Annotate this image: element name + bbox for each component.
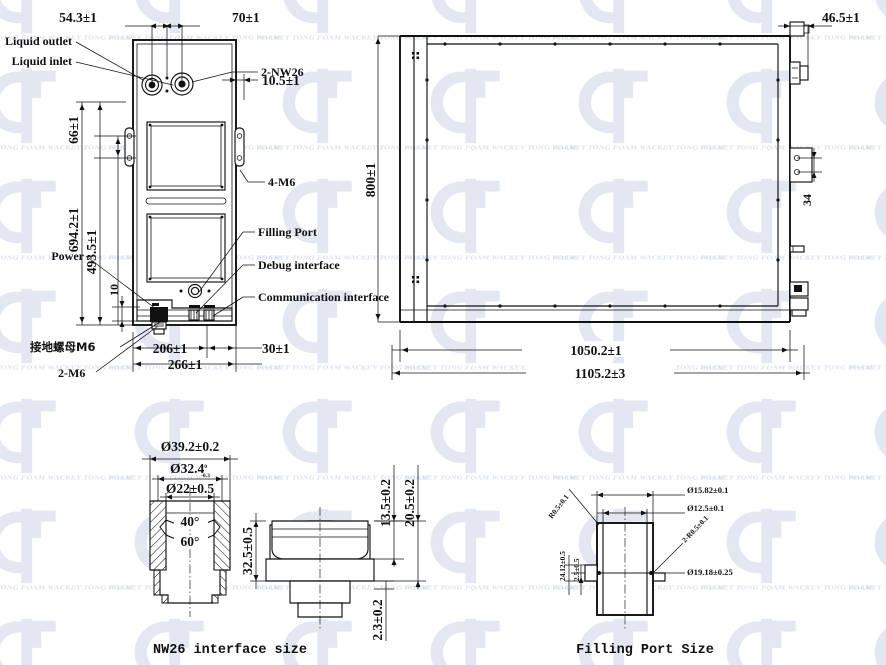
label-liquid-outlet: Liquid outlet xyxy=(5,34,72,48)
label-debug-interface: Debug interface xyxy=(258,258,340,272)
front-view: 54.3±1 70±1 10.5±1 66±1 694.2±1 493.5±1 … xyxy=(5,10,390,380)
dim-30: 30±1 xyxy=(262,341,290,356)
label-power: Power xyxy=(51,249,84,263)
label-filling-port: Filling Port xyxy=(258,225,317,239)
dim-206: 206±1 xyxy=(153,341,188,356)
dim-20-5: 20.5±0.2 xyxy=(402,479,417,527)
dim-32-5: 32.5±0.5 xyxy=(240,527,255,575)
dim-493: 493.5±1 xyxy=(84,229,99,274)
label-2-m6: 2-M6 xyxy=(58,366,85,380)
dim-70: 70±1 xyxy=(232,10,260,25)
label-2-nw26: 2-NW26 xyxy=(261,65,304,79)
filling-port-detail: Ø15.82±0.1 Ø12.5±0.1 R0.5±0.1 2-R0.5±0.1… xyxy=(546,485,733,658)
nw26-caption: NW26 interface size xyxy=(153,643,307,658)
filling-port-caption: Filling Port Size xyxy=(576,643,714,658)
label-4-m6: 4-M6 xyxy=(268,175,295,189)
dim-1105: 1105.2±3 xyxy=(575,366,626,381)
dim-34: 34 xyxy=(800,194,814,206)
dim-d12-5: Ø12.5±0.1 xyxy=(687,503,724,513)
dim-d15-82: Ø15.82±0.1 xyxy=(687,485,728,495)
label-liquid-inlet: Liquid inlet xyxy=(12,54,72,68)
dim-24-12: 24.12±0.5 xyxy=(558,551,567,581)
dim-d39-2: Ø39.2±0.2 xyxy=(161,439,220,454)
dim-d22: Ø22±0.5 xyxy=(166,481,215,496)
dim-694: 694.2±1 xyxy=(66,207,81,252)
dim-46-5: 46.5±1 xyxy=(822,10,860,25)
label-ground-nut: 接地螺母M6 xyxy=(30,340,95,354)
dim-2-5: 2.5±0.5 xyxy=(572,558,581,581)
dim-10: 10 xyxy=(107,284,121,296)
dim-d32-4: Ø32.40-0.3 xyxy=(170,461,210,479)
dim-66: 66±1 xyxy=(66,116,81,144)
dim-2-3: 2.3±0.2 xyxy=(370,599,385,640)
dim-54-3: 54.3±1 xyxy=(59,10,97,25)
dim-13-5: 13.5±0.2 xyxy=(378,479,393,527)
dim-800: 800±1 xyxy=(363,163,378,198)
side-view: 800±1 46.5±1 34 1050.2±1 1105.2±3 xyxy=(363,10,860,381)
dim-r0-5-top: R0.5±0.1 xyxy=(546,492,570,520)
dim-266: 266±1 xyxy=(168,357,203,372)
dim-angle-60: 60° xyxy=(181,534,200,549)
dim-d19-18: Ø19.18±0.25 xyxy=(687,567,733,577)
dim-1050: 1050.2±1 xyxy=(570,343,622,358)
dim-angle-40: 40° xyxy=(181,514,200,529)
nw26-interface-detail: Ø39.2±0.2 Ø32.40-0.3 Ø22±0.5 40° 60° 32.… xyxy=(142,439,426,658)
dim-r0-5-two: 2-R0.5±0.1 xyxy=(680,513,710,544)
